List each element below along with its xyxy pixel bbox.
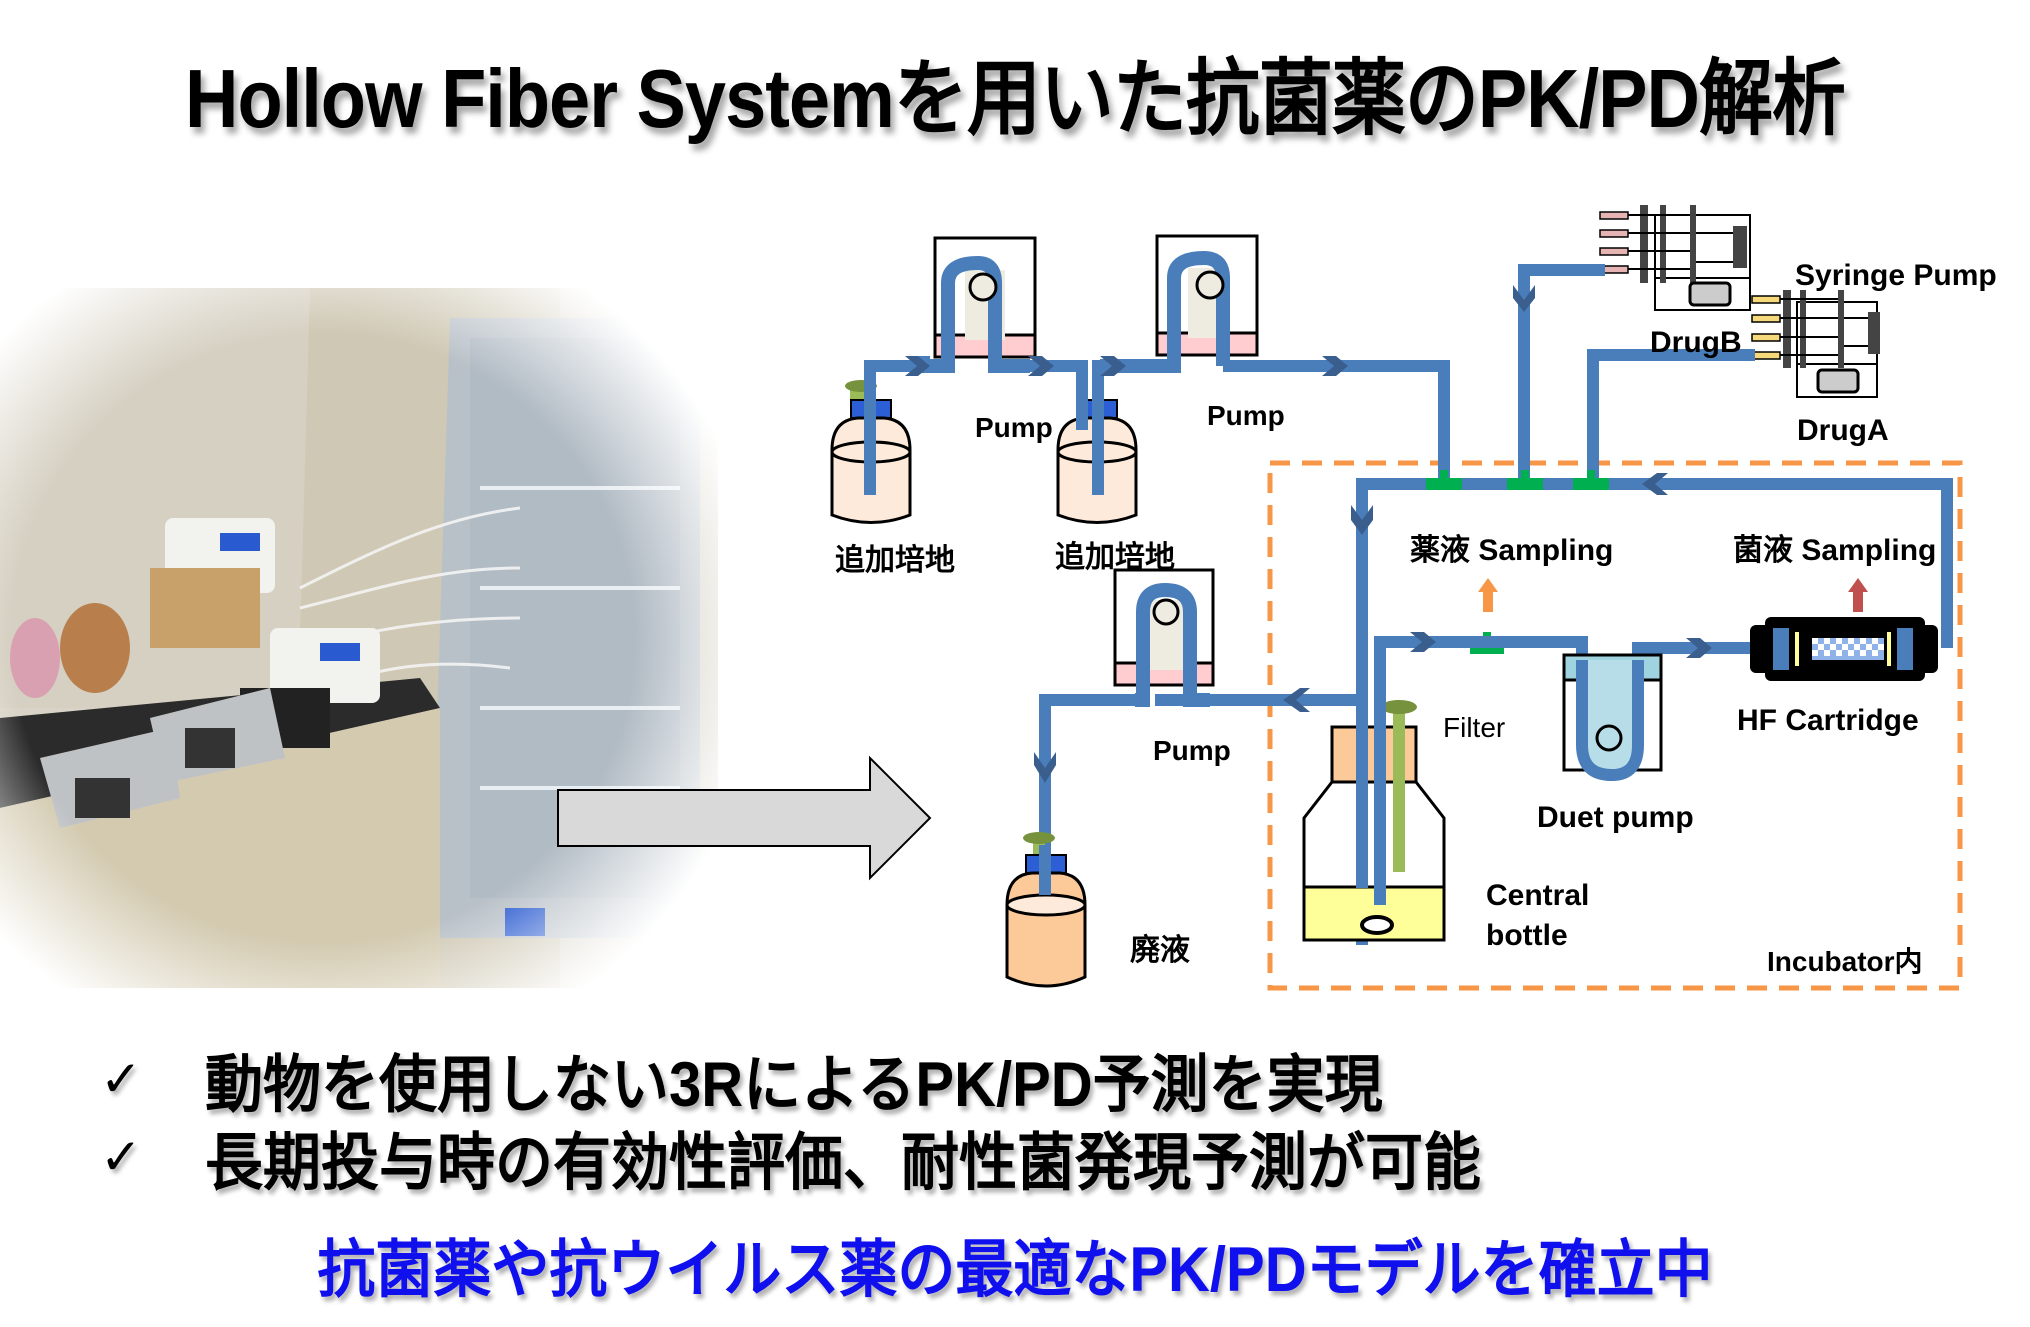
pump-1-label: Pump <box>975 412 1053 443</box>
duet-pump-label: Duet pump <box>1537 801 1694 834</box>
medium-2-label: 追加培地 <box>1055 540 1175 574</box>
druga-tube <box>1587 349 1755 478</box>
peristaltic-pump-1 <box>910 236 1037 373</box>
key-point: ✓ 長期投与時の有効性評価、耐性菌発現予測が可能 <box>100 1118 1481 1198</box>
hf-cartridge <box>1750 617 1938 681</box>
key-point-text: 動物を使用しない3RによるPK/PD予測を実現 <box>205 1049 1383 1121</box>
flow-arrow-icon <box>1351 505 1373 535</box>
medium-1-label: 追加培地 <box>835 543 955 577</box>
lab-photo <box>0 288 718 988</box>
syringe-pump-druga <box>1751 290 1880 398</box>
pump-waste-label: Pump <box>1153 735 1231 766</box>
conclusion-statement: 抗菌薬や抗ウイルス薬の最適なPK/PDモデルを確立中 <box>317 1234 1713 1306</box>
drug-sampling-arrow-icon <box>1478 578 1498 612</box>
bacteria-sampling-label: 菌液 Sampling <box>1733 534 1936 567</box>
lab-photo-illustration <box>0 288 718 988</box>
duet-pump <box>1562 653 1663 782</box>
bacteria-sampling-arrow-icon <box>1848 578 1868 612</box>
druga-label: DrugA <box>1797 414 1889 447</box>
peristaltic-pump-waste <box>1113 568 1215 707</box>
pump-2-label: Pump <box>1207 400 1285 431</box>
flow-direction-arrows <box>905 356 1348 376</box>
syringe-pump-label: Syringe Pump <box>1795 259 1997 292</box>
drug-sampling-label: 薬液 Sampling <box>1410 534 1613 567</box>
flow-arrow-icon <box>1283 688 1310 712</box>
filter-label: Filter <box>1443 712 1505 743</box>
checkmark-icon: ✓ <box>100 1129 142 1185</box>
hf-cartridge-label: HF Cartridge <box>1737 704 1919 737</box>
flow-arrow-icon <box>1034 752 1056 783</box>
flow-arrow-icon <box>1513 285 1535 312</box>
central-bottle <box>1302 650 1446 942</box>
waste-label: 廃液 <box>1130 933 1190 967</box>
flow-arrow-icon <box>1642 473 1668 495</box>
flow-arrow-icon <box>1410 632 1436 652</box>
medium-feed-tube <box>1223 360 1450 480</box>
drugb-label: DrugB <box>1650 326 1742 359</box>
central-bottle-label-line2: bottle <box>1486 919 1568 952</box>
syringe-pump-drugb <box>1599 205 1751 311</box>
flow-arrow-icon <box>557 755 932 881</box>
medium-bottle-2 <box>1030 360 1138 524</box>
medium-bottle-1 <box>830 360 915 524</box>
central-bottle-label-line1: Central <box>1486 879 1589 912</box>
key-points-list: ✓ 動物を使用しない3RによるPK/PD予測を実現 ✓ 長期投与時の有効性評価、… <box>100 1040 1481 1198</box>
drugb-tube <box>1518 264 1605 478</box>
checkmark-icon: ✓ <box>100 1051 142 1107</box>
flow-arrow-icon <box>1686 638 1712 658</box>
page-title: Hollow Fiber Systemを用いた抗菌薬のPK/PD解析 <box>185 51 1846 145</box>
incubator-label: Incubator内 <box>1767 946 1923 977</box>
peristaltic-pump-2 <box>1100 234 1259 373</box>
key-point-text: 長期投与時の有効性評価、耐性菌発現予測が可能 <box>205 1127 1482 1199</box>
key-point: ✓ 動物を使用しない3RによるPK/PD予測を実現 <box>100 1040 1481 1120</box>
waste-bottle <box>1005 832 1087 988</box>
